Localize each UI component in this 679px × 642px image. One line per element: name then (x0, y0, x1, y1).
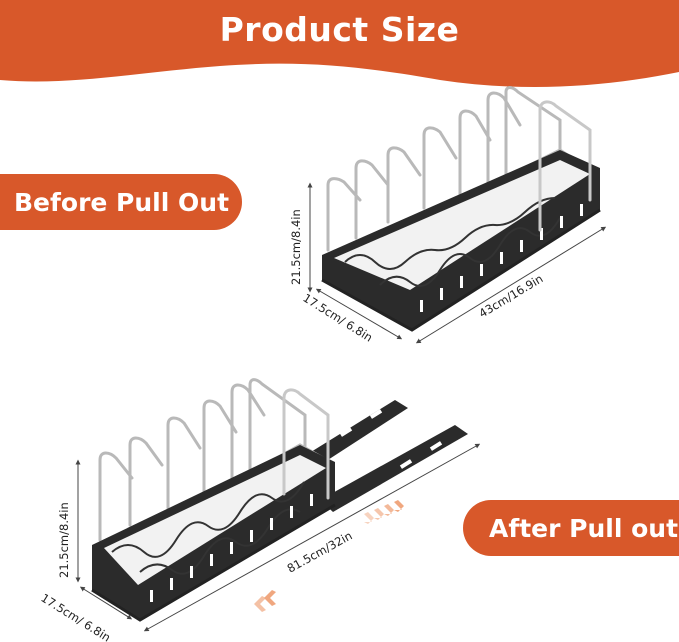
before-height-dimension: 21.5cm/8.4in (289, 209, 303, 285)
rack-after-illustration (91, 378, 468, 622)
rack-before-illustration (321, 86, 601, 332)
after-width-dimension: 17.5cm/ 6.8in (38, 591, 113, 642)
after-label-text: After Pull out (489, 513, 679, 543)
pull-direction-right-icon (364, 500, 404, 524)
before-label-text: Before Pull Out (14, 187, 230, 217)
page-title: Product Size (219, 10, 460, 49)
after-length-dimension: 81.5cm/32in (285, 528, 355, 575)
header-banner (0, 0, 679, 87)
after-pull-out-label: After Pull out (463, 500, 679, 556)
after-height-dimension: 21.5cm/8.4in (57, 502, 71, 578)
before-pull-out-label: Before Pull Out (0, 174, 242, 230)
pull-direction-left-icon (254, 590, 276, 612)
